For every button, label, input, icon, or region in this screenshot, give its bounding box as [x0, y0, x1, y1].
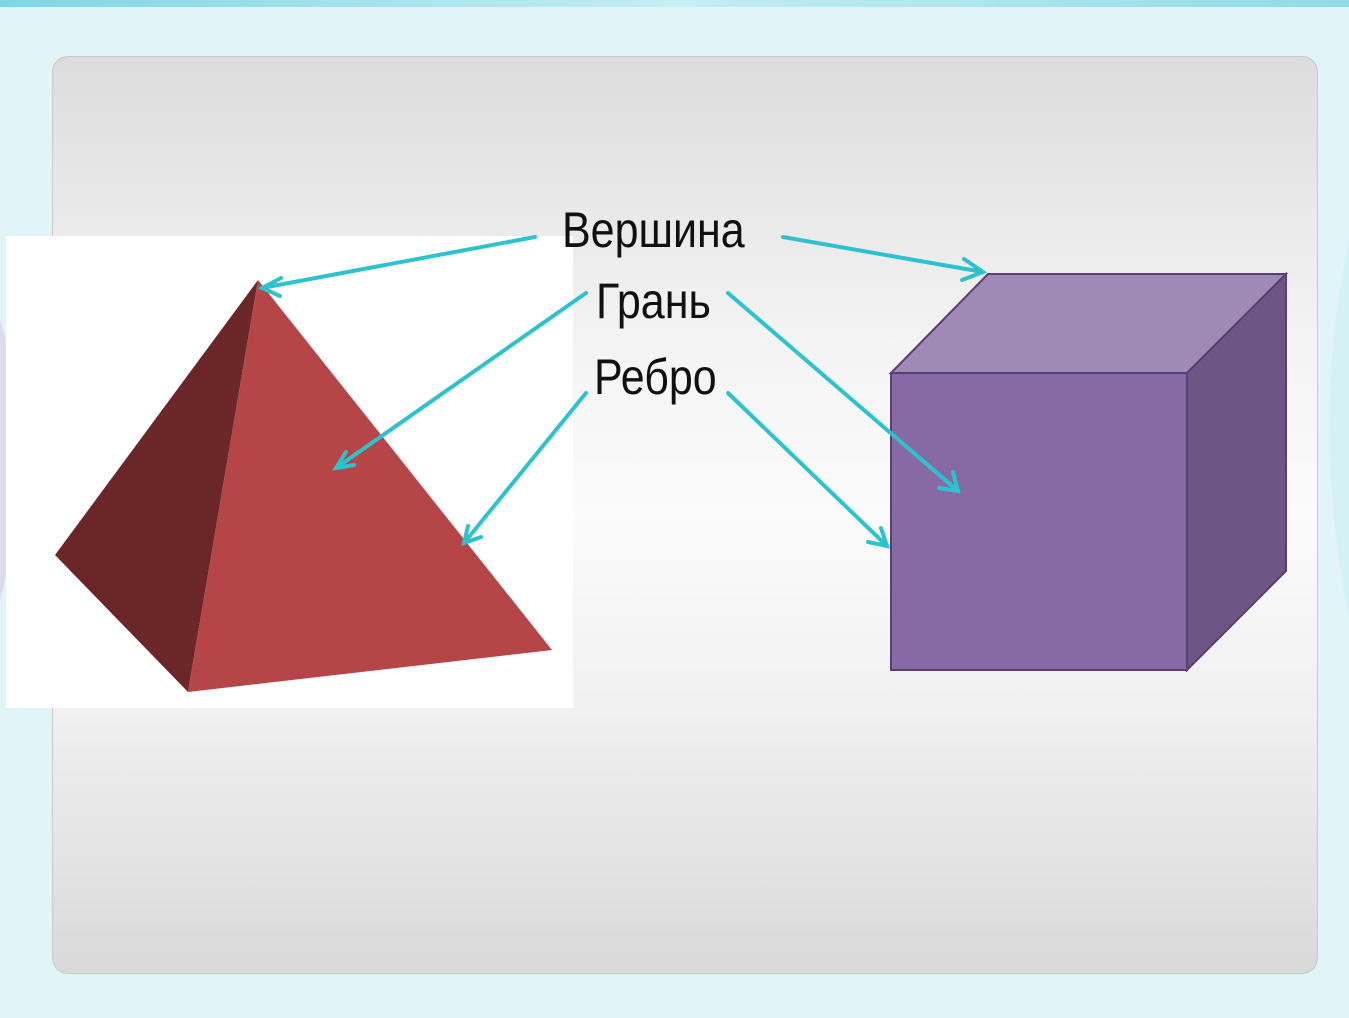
arrow-face-cube	[726, 291, 961, 494]
label-vertex: Вершина	[562, 202, 745, 258]
label-face: Грань	[596, 273, 711, 329]
pyramid-shape	[55, 280, 552, 692]
cube-shape	[888, 271, 1289, 673]
arrow-vertex-cube	[781, 235, 988, 282]
arrow-vertex-pyramid	[257, 235, 537, 298]
pyramid-side-face	[55, 280, 258, 692]
arrows	[257, 235, 988, 549]
pyramid-front-face	[188, 280, 552, 692]
arrow-face-pyramid	[331, 291, 588, 471]
arrow-edge-pyramid	[461, 391, 588, 547]
label-edge: Ребро	[594, 349, 717, 405]
cube-front-face	[890, 372, 1188, 671]
arrow-edge-cube	[726, 391, 890, 549]
